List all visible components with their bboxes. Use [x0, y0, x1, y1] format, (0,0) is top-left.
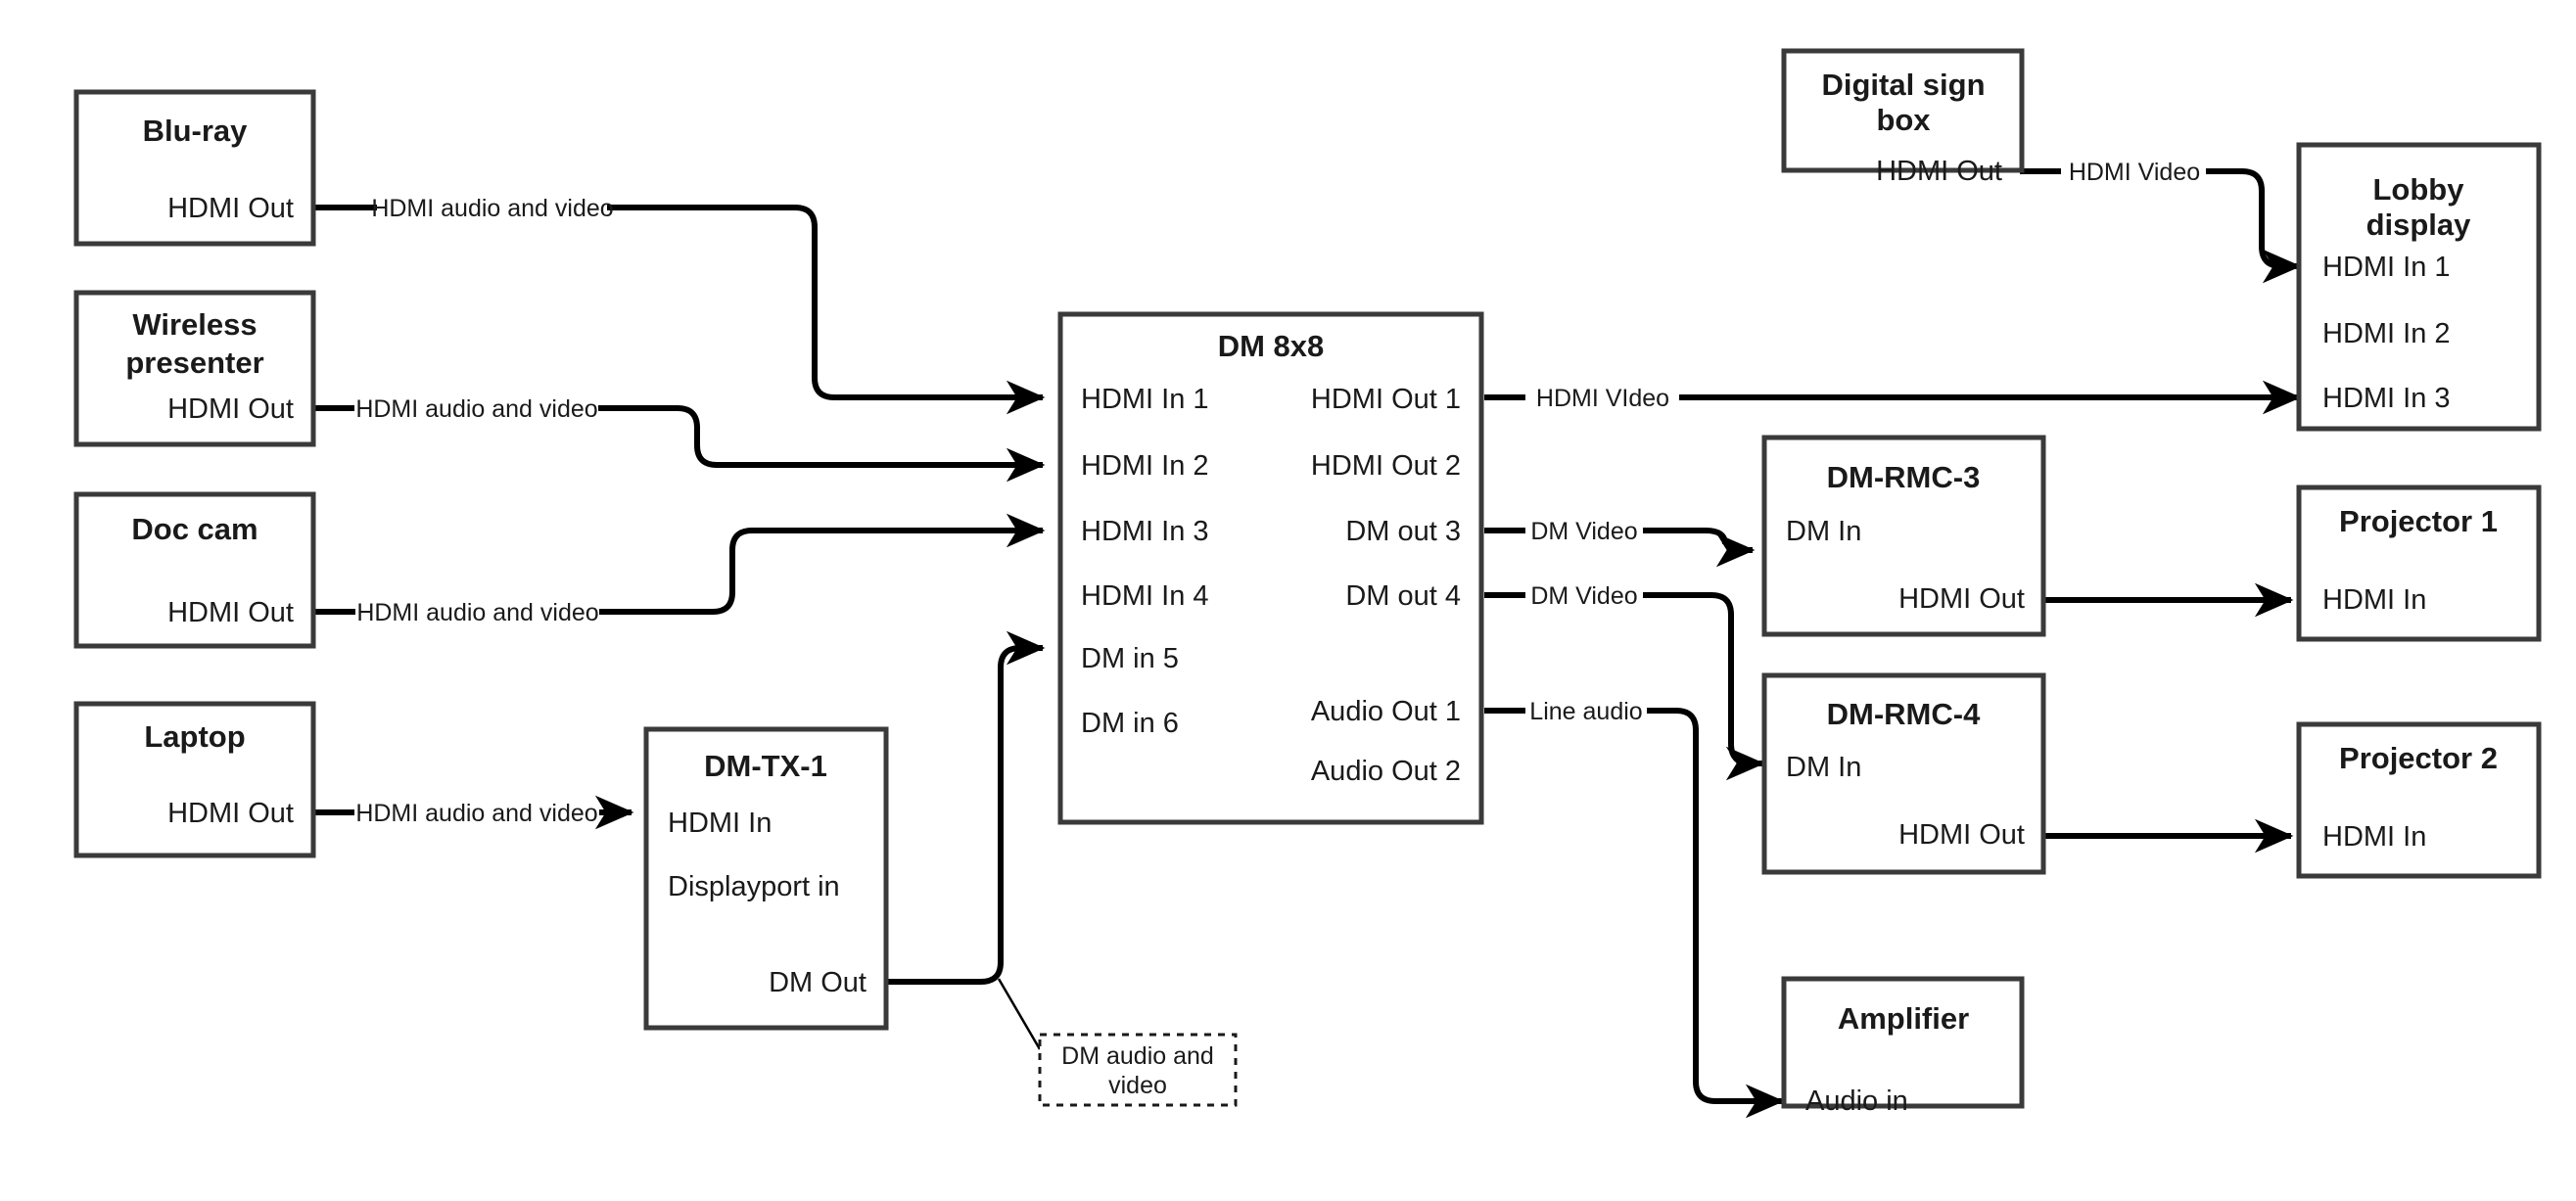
dm-audio-video-note-line1: DM audio and	[1061, 1042, 1214, 1070]
dm-tx-1-port-dm-out: DM Out	[769, 967, 866, 998]
dm-tx-1-title: DM-TX-1	[704, 749, 827, 783]
projector-2-title: Projector 2	[2339, 741, 2498, 775]
dm-8x8-box[interactable]	[1057, 311, 1484, 825]
dm-8x8-output-dm-out-3: DM out 3	[1345, 516, 1461, 547]
digital-sign-box-port-hdmi-out: HDMI Out	[1876, 156, 2002, 187]
wire-dmtx1-to-dm-in-5	[886, 630, 1046, 985]
lobby-display-input-hdmi-in-2: HDMI In 2	[2322, 318, 2451, 349]
projector-1-port-hdmi-in: HDMI In	[2322, 584, 2426, 616]
wireless-presenter-port-hdmi-out: HDMI Out	[167, 393, 294, 425]
node-wireless-presenter[interactable]: Wireless presenter HDMI Out	[73, 290, 316, 447]
note-dm-audio-and-video: DM audio and video	[1038, 1033, 1238, 1107]
node-projector-1[interactable]: Projector 1 HDMI In	[2296, 485, 2542, 642]
wireless-presenter-title-line2: presenter	[125, 346, 263, 380]
wire-label-dm-out4-to-rmc4: DM Video	[1530, 582, 1637, 610]
digital-sign-box-title-line1: Digital sign	[1821, 68, 1985, 102]
projector-2-box[interactable]	[2296, 721, 2542, 879]
dm-rmc-3-port-dm-in: DM In	[1786, 516, 1861, 547]
dm-audio-video-note-box	[1038, 1033, 1238, 1107]
dm-rmc-4-port-dm-in: DM In	[1786, 752, 1861, 783]
node-projector-2[interactable]: Projector 2 HDMI In	[2296, 721, 2542, 879]
dm-rmc-3-port-hdmi-out: HDMI Out	[1898, 583, 2025, 615]
wire-layer	[313, 168, 2299, 1101]
node-amplifier[interactable]: Amplifier Audio in	[1781, 976, 2025, 1117]
node-dm-8x8[interactable]: DM 8x8 HDMI In 1 HDMI In 2 HDMI In 3 HDM…	[1057, 311, 1484, 825]
laptop-port-hdmi-out: HDMI Out	[167, 798, 294, 829]
doc-cam-port-hdmi-out: HDMI Out	[167, 597, 294, 628]
dm-8x8-output-hdmi-out-2: HDMI Out 2	[1311, 450, 1461, 482]
dm-8x8-output-hdmi-out-1: HDMI Out 1	[1311, 384, 1461, 415]
lobby-display-input-hdmi-in-1: HDMI In 1	[2322, 252, 2451, 283]
wire-label-dm-out3-to-rmc3: DM Video	[1530, 518, 1637, 545]
wire-label-doccam-to-dm: HDMI audio and video	[356, 599, 598, 626]
dm-8x8-input-hdmi-in-3: HDMI In 3	[1081, 516, 1209, 547]
digital-sign-box-title-line2: box	[1876, 103, 1931, 137]
dm-tx-1-port-displayport-in: Displayport in	[668, 871, 840, 902]
node-dm-rmc-3[interactable]: DM-RMC-3 DM In HDMI Out	[1761, 435, 2046, 637]
dm-tx-1-port-hdmi-in: HDMI In	[668, 808, 772, 839]
amplifier-box[interactable]	[1781, 976, 2025, 1109]
wire-label-layer: HDMI audio and video HDMI audio and vide…	[355, 159, 2200, 827]
dm-8x8-input-hdmi-in-1: HDMI In 1	[1081, 384, 1209, 415]
dm-rmc-4-port-hdmi-out: HDMI Out	[1898, 819, 2025, 851]
node-digital-sign-box[interactable]: Digital sign box HDMI Out	[1781, 48, 2025, 187]
amplifier-title: Amplifier	[1838, 1001, 1969, 1036]
lobby-display-title-line2: display	[2366, 208, 2472, 242]
projector-1-box[interactable]	[2296, 485, 2542, 642]
wire-dm-out3-to-rmc3-dm-in	[1484, 531, 1753, 550]
lobby-display-input-hdmi-in-3: HDMI In 3	[2322, 383, 2451, 414]
bluray-title: Blu-ray	[143, 114, 249, 148]
lobby-display-title-line1: Lobby	[2373, 172, 2465, 207]
node-dm-rmc-4[interactable]: DM-RMC-4 DM In HDMI Out	[1761, 672, 2046, 875]
bluray-port-hdmi-out: HDMI Out	[167, 193, 294, 224]
wire-signbox-to-lobby-hdmi-in-1	[2020, 168, 2299, 266]
dm-rmc-3-title: DM-RMC-3	[1827, 460, 1981, 494]
dm-8x8-title: DM 8x8	[1218, 329, 1325, 363]
dm-rmc-4-title: DM-RMC-4	[1827, 697, 1981, 731]
node-laptop[interactable]: Laptop HDMI Out	[73, 701, 316, 858]
doc-cam-box[interactable]	[73, 491, 316, 649]
wire-label-dm-audioout1-to-amp: Line audio	[1529, 698, 1642, 725]
dm-8x8-input-dm-in-5: DM in 5	[1081, 643, 1179, 674]
digital-sign-box-box[interactable]	[1781, 48, 2025, 173]
wire-label-dm-hdmiout1-to-lobby: HDMI VIdeo	[1536, 385, 1669, 412]
wire-label-bluray-to-dm: HDMI audio and video	[371, 195, 613, 222]
wire-dm-out4-to-rmc4-dm-in	[1484, 592, 1762, 763]
laptop-title: Laptop	[144, 719, 245, 754]
node-dm-tx-1[interactable]: DM-TX-1 HDMI In Displayport in DM Out	[643, 726, 889, 1031]
wire-wireless-to-dm-hdmi-in-2	[313, 405, 1043, 465]
amplifier-port-audio-in: Audio in	[1805, 1086, 1908, 1117]
node-bluray[interactable]: Blu-ray HDMI Out	[73, 89, 316, 247]
wireless-presenter-box[interactable]	[73, 290, 316, 447]
wire-label-signbox-to-lobby: HDMI Video	[2069, 159, 2200, 186]
wire-dm-audioout1-to-amplifier	[1484, 708, 1782, 1101]
node-lobby-display[interactable]: Lobby display HDMI In 1 HDMI In 2 HDMI I…	[2296, 142, 2542, 432]
wireless-presenter-title-line1: Wireless	[132, 307, 257, 342]
dm-8x8-output-dm-out-4: DM out 4	[1345, 580, 1461, 612]
bluray-box[interactable]	[73, 89, 316, 247]
dm-rmc-4-box[interactable]	[1761, 672, 2046, 875]
dm-8x8-input-dm-in-6: DM in 6	[1081, 708, 1179, 739]
wire-label-laptop-to-tx: HDMI audio and video	[355, 800, 597, 827]
wire-bluray-to-dm-hdmi-in-1	[313, 205, 1043, 397]
dm-8x8-output-audio-out-1: Audio Out 1	[1311, 696, 1461, 727]
node-doc-cam[interactable]: Doc cam HDMI Out	[73, 491, 316, 649]
dm-8x8-input-hdmi-in-2: HDMI In 2	[1081, 450, 1209, 482]
lobby-display-box[interactable]	[2296, 142, 2542, 432]
wire-label-wireless-to-dm: HDMI audio and video	[355, 395, 597, 423]
laptop-box[interactable]	[73, 701, 316, 858]
projector-1-title: Projector 1	[2339, 504, 2498, 538]
dm-8x8-output-audio-out-2: Audio Out 2	[1311, 756, 1461, 787]
leader-line-dm-audio-video-note	[997, 978, 1042, 1050]
dm-8x8-input-hdmi-in-4: HDMI In 4	[1081, 580, 1209, 612]
dm-tx-1-box[interactable]	[643, 726, 889, 1031]
wire-doccam-to-dm-hdmi-in-3	[313, 531, 1043, 615]
projector-2-port-hdmi-in: HDMI In	[2322, 821, 2426, 853]
dm-rmc-3-box[interactable]	[1761, 435, 2046, 637]
doc-cam-title: Doc cam	[131, 512, 258, 546]
dm-audio-video-note-line2: video	[1108, 1072, 1167, 1099]
